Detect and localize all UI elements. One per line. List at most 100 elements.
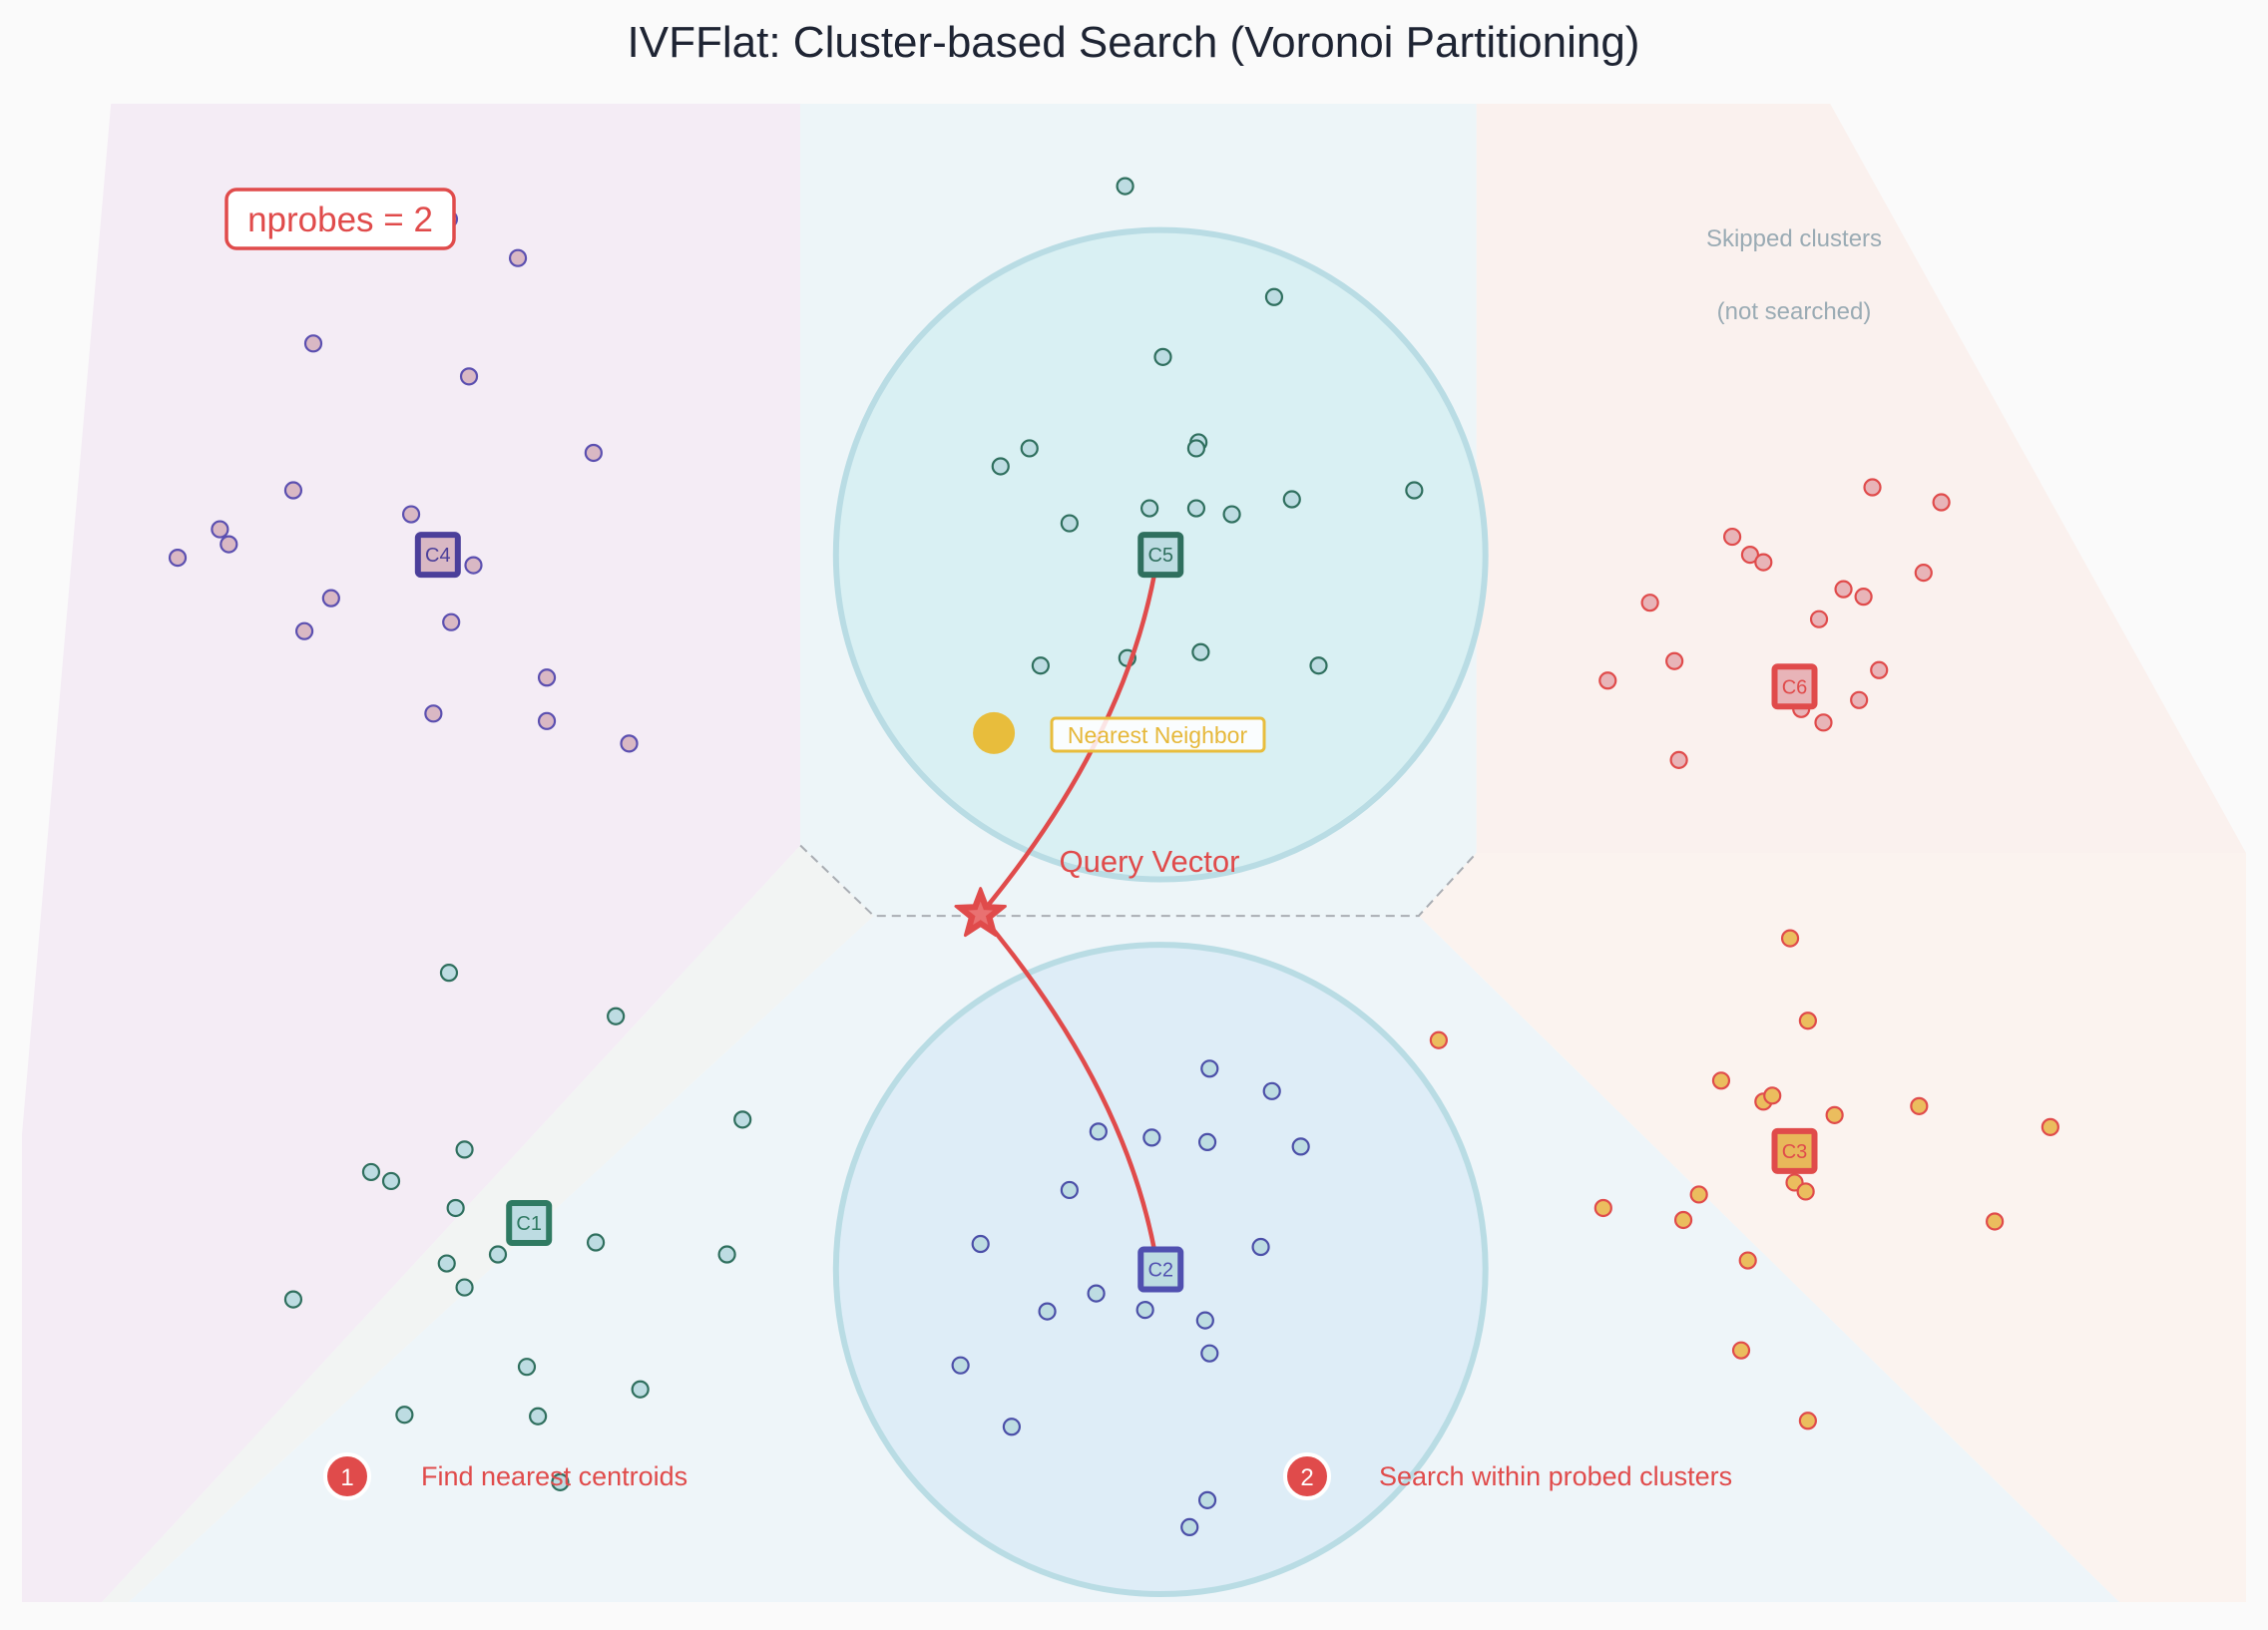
data-point-c5 [1020,439,1039,458]
data-point-c5 [1153,347,1172,366]
centroid-label: C6 [1782,676,1808,698]
skipped-clusters-label: Skipped clusters [1706,225,1882,252]
data-point-c1 [551,1472,570,1491]
data-point-c6 [1834,580,1853,599]
centroid-c2: C2 [1137,1246,1184,1293]
data-points [168,177,2059,1537]
data-point-c2 [1180,1517,1199,1537]
data-point-c5 [1222,505,1241,524]
data-point-c5 [1186,499,1206,518]
data-point-c3 [1673,1210,1693,1230]
data-point-c6 [1850,690,1869,709]
nprobes-badge: nprobes = 2 [225,188,456,250]
data-point-c4 [442,612,461,631]
centroid-label: C5 [1147,545,1173,567]
star-icon-inner [968,901,994,926]
data-point-c1 [437,1254,456,1273]
data-point-c2 [1262,1081,1281,1100]
data-point-c5 [1264,287,1284,306]
data-point-c4 [537,711,557,730]
data-point-c2 [1291,1137,1310,1156]
voronoi-cell-c1 [102,845,874,1602]
data-point-c6 [1598,671,1617,690]
centroid-label: C4 [425,545,451,567]
data-point-c4 [321,589,340,608]
step-1-badge [323,1452,371,1500]
query-vector-label: Query Vector [1060,844,1240,879]
centroid-box [506,1199,553,1246]
data-point-c5 [991,457,1010,476]
data-point-c6 [1740,546,1760,565]
data-point-c6 [1669,750,1688,769]
data-point-c5 [1116,177,1134,196]
data-point-c3 [1796,1182,1815,1201]
centroid-box [1137,532,1184,579]
data-point-c2 [1200,1059,1219,1078]
data-point-c5 [1140,499,1159,518]
data-point-c2 [1195,1311,1214,1330]
data-point-c2 [1200,1344,1219,1363]
nprobes-text: nprobes = 2 [247,201,433,239]
data-point-c2 [951,1356,970,1375]
data-point-c4 [508,248,528,267]
centroid-c3: C3 [1771,1127,1818,1174]
step-1-number: 1 [340,1464,353,1491]
data-point-c1 [283,1290,303,1309]
data-point-c4 [459,367,479,386]
step-2-number: 2 [1300,1464,1313,1491]
centroid-label: C3 [1782,1141,1808,1163]
voronoi-cell-c4 [22,104,801,1602]
data-point-c3 [1593,1198,1612,1218]
data-point-c4 [424,704,443,723]
data-point-c5 [1309,656,1328,675]
data-point-c6 [1814,713,1833,732]
data-point-c5 [1405,481,1424,500]
probe-boundary-dashed [799,844,1478,918]
data-point-c1 [455,1278,474,1297]
data-point-c1 [717,1245,736,1264]
data-point-c6 [1809,610,1829,628]
data-point-c4 [584,443,603,463]
data-point-c4 [303,334,323,353]
data-point-c2 [1197,1132,1217,1151]
data-point-c2 [1251,1237,1270,1257]
centroid-c1: C1 [506,1199,553,1246]
centroid-box [1771,663,1818,710]
centroid-c6: C6 [1771,663,1818,710]
data-point-c1 [529,1407,548,1426]
probe-arrow-c2 [978,912,1157,1254]
data-point-c1 [381,1171,401,1191]
centroid-box [1137,1246,1184,1293]
data-point-c3 [1689,1185,1708,1204]
data-point-c4 [168,549,188,568]
nearest-neighbor-label-box [1050,716,1266,753]
data-point-c3 [1763,1086,1782,1105]
data-point-c5 [1186,439,1206,458]
data-point-c2 [1002,1418,1022,1436]
nearest-neighbor-text: Nearest Neighbor [1068,722,1248,748]
chart-title: IVFFlat: Cluster-based Search (Voronoi P… [628,18,1640,67]
data-point-c1 [361,1162,381,1182]
data-point-c6 [1870,660,1889,679]
data-point-c2 [1038,1302,1057,1321]
nearest-neighbor-dot [973,711,1016,754]
data-point-c5 [1191,642,1210,661]
data-point-c3 [1738,1251,1757,1270]
nearest-neighbor-label: Nearest Neighbor [1050,716,1266,753]
data-point-c6 [1863,478,1882,497]
data-point-c4 [537,668,557,687]
data-point-c2 [971,1234,990,1254]
data-point-c3 [1731,1341,1751,1360]
data-point-c1 [517,1358,537,1377]
data-point-c1 [631,1380,650,1399]
data-point-c6 [1854,588,1873,607]
data-point-c6 [1914,564,1933,583]
data-point-c6 [1665,651,1684,670]
data-point-c4 [211,520,229,539]
data-point-c2 [1135,1301,1154,1320]
data-point-c3 [2041,1117,2059,1136]
voronoi-cell-c3 [1418,853,2246,1602]
data-point-c3 [1798,1012,1817,1030]
